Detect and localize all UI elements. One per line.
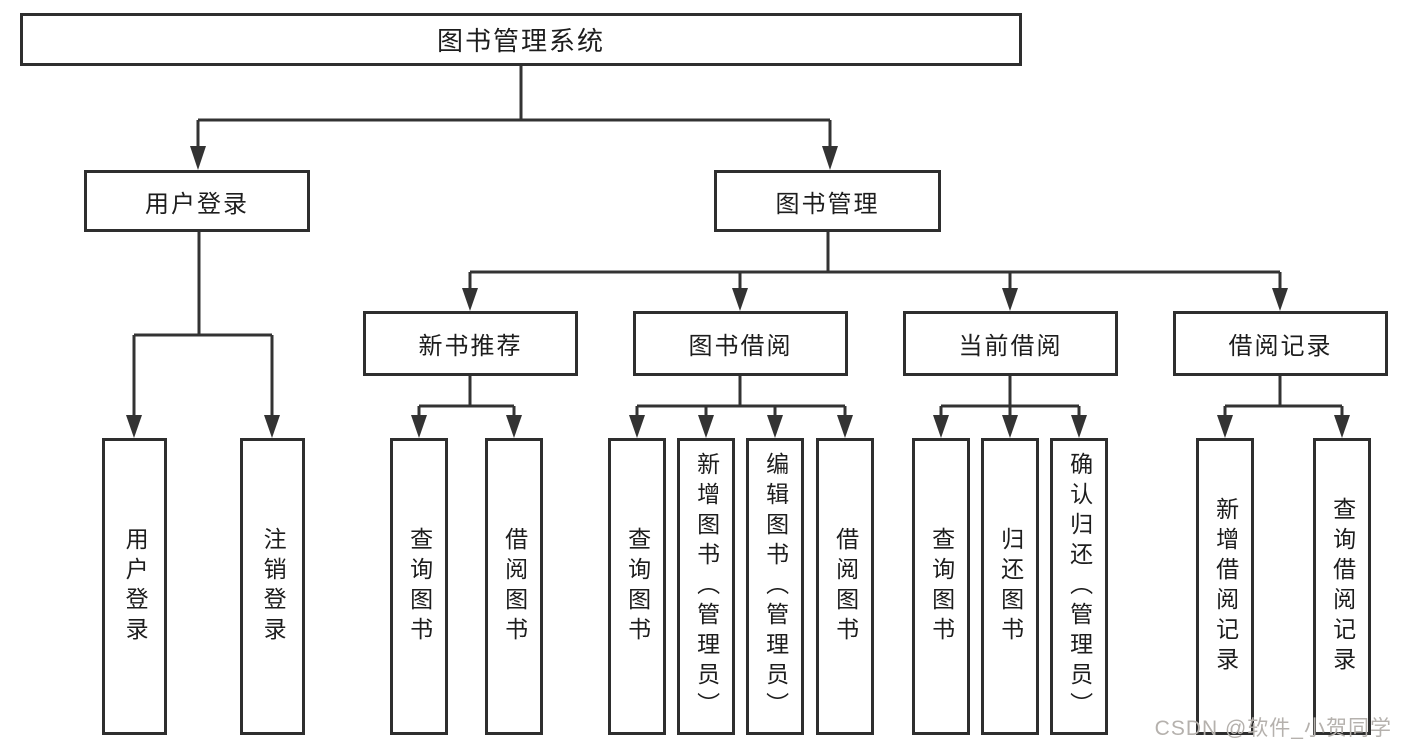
leaf-logout-login: 注销登录 bbox=[240, 438, 305, 735]
csdn-watermark: CSDN @软件_小贺同学 bbox=[1154, 717, 1392, 740]
arrowheads bbox=[126, 146, 1350, 438]
node-new-book-recommend: 新书推荐 bbox=[363, 311, 578, 376]
node-book-management: 图书管理 bbox=[714, 170, 941, 232]
leaf-query-books-3: 查询图书 bbox=[912, 438, 970, 735]
leaf-user-login: 用户登录 bbox=[102, 438, 167, 735]
leaf-query-books-1: 查询图书 bbox=[390, 438, 448, 735]
leaf-query-borrow-record: 查询借阅记录 bbox=[1313, 438, 1371, 735]
node-borrowing-records: 借阅记录 bbox=[1173, 311, 1388, 376]
node-current-borrowing: 当前借阅 bbox=[903, 311, 1118, 376]
leaf-add-book-admin: 新增图书（管理员） bbox=[677, 438, 735, 735]
leaf-edit-book-admin: 编辑图书（管理员） bbox=[746, 438, 804, 735]
leaf-return-books: 归还图书 bbox=[981, 438, 1039, 735]
leaf-query-books-2: 查询图书 bbox=[608, 438, 666, 735]
node-user-login-branch: 用户登录 bbox=[84, 170, 310, 232]
leaf-confirm-return-admin: 确认归还（管理员） bbox=[1050, 438, 1108, 735]
node-library-system: 图书管理系统 bbox=[20, 13, 1022, 66]
leaf-borrow-books-2: 借阅图书 bbox=[816, 438, 874, 735]
node-book-borrowing: 图书借阅 bbox=[633, 311, 848, 376]
leaf-borrow-books-1: 借阅图书 bbox=[485, 438, 543, 735]
connector-paths bbox=[132, 66, 1344, 418]
leaf-add-borrow-record: 新增借阅记录 bbox=[1196, 438, 1254, 735]
